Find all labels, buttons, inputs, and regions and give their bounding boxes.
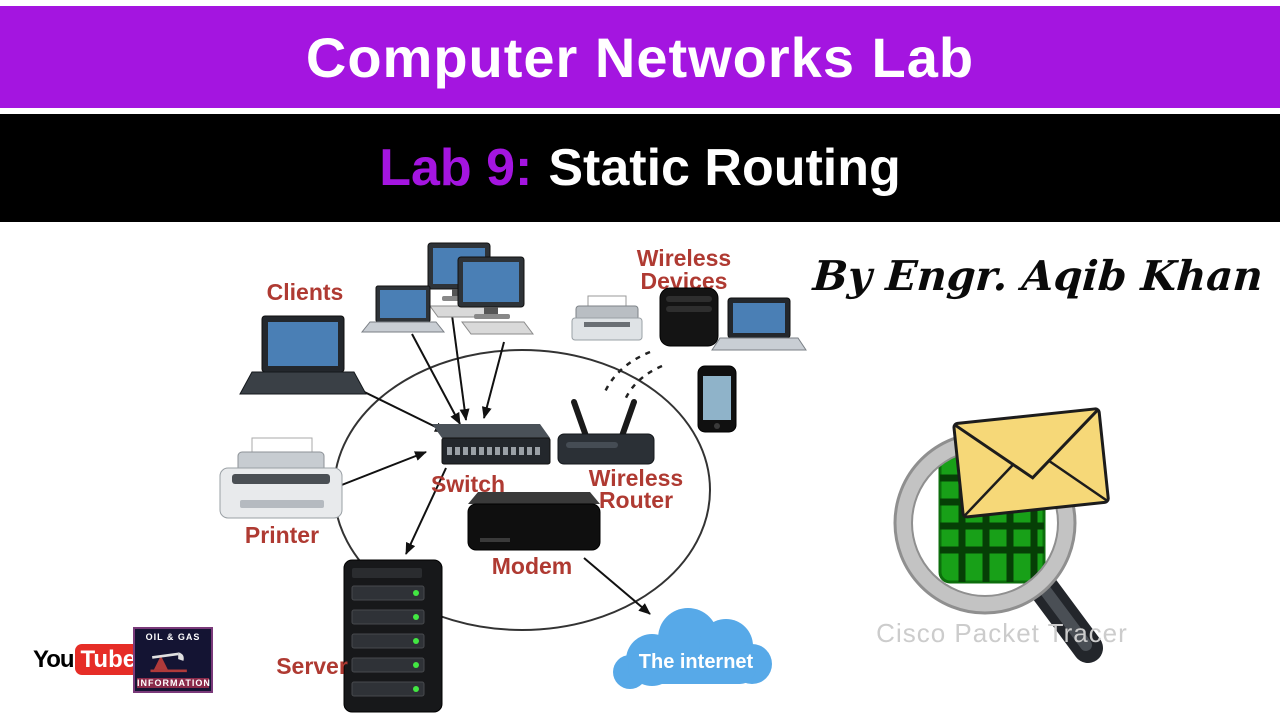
connection-arrows	[333, 314, 651, 615]
youtube-tube-badge: Tube	[74, 644, 143, 675]
title-banner: Computer Networks Lab	[0, 6, 1280, 108]
client-desktop-2	[457, 256, 534, 335]
server-label: Server	[276, 653, 348, 679]
oilgas-logo: OIL & GAS INFORMATION	[133, 627, 213, 693]
client-laptop-large	[239, 315, 367, 395]
switch-device	[432, 424, 551, 465]
envelope-icon	[952, 407, 1110, 519]
wifi-signal-icon	[602, 350, 663, 403]
client-laptop-small	[360, 285, 446, 333]
lab-title-label: Static Routing	[548, 139, 901, 197]
youtube-logo: You Tube	[33, 644, 143, 675]
internet-label: The internet	[639, 651, 754, 673]
packet-tracer-caption: Cisco Packet Tracer	[876, 618, 1128, 648]
access-point	[659, 287, 719, 347]
wireless-laptop	[711, 297, 807, 351]
oilgas-title: OIL & GAS	[145, 632, 201, 642]
router-label-2: Router	[599, 487, 673, 513]
modem-device	[467, 492, 601, 551]
lab-number-label: Lab 9:	[379, 139, 533, 197]
modem-label: Modem	[492, 553, 573, 579]
internet-cloud: The internet	[613, 608, 772, 689]
smartphone	[697, 365, 737, 433]
subtitle-banner: Lab 9: Static Routing	[0, 114, 1280, 222]
pumpjack-icon	[150, 652, 187, 673]
printer-label: Printer	[245, 522, 319, 548]
wireless-router	[557, 399, 655, 465]
printer-device	[219, 437, 343, 519]
main-title: Computer Networks Lab	[305, 25, 975, 89]
youtube-you-text: You	[33, 645, 75, 673]
wireless-devices-label-1: Wireless	[637, 245, 731, 271]
packet-tracer-logo: Cisco Packet Tracer	[876, 407, 1128, 663]
server-tower	[343, 559, 443, 713]
oilgas-subtitle: INFORMATION	[137, 678, 211, 688]
clients-label: Clients	[267, 279, 344, 305]
wireless-printer	[571, 295, 643, 341]
router-label-1: Wireless	[589, 465, 683, 491]
